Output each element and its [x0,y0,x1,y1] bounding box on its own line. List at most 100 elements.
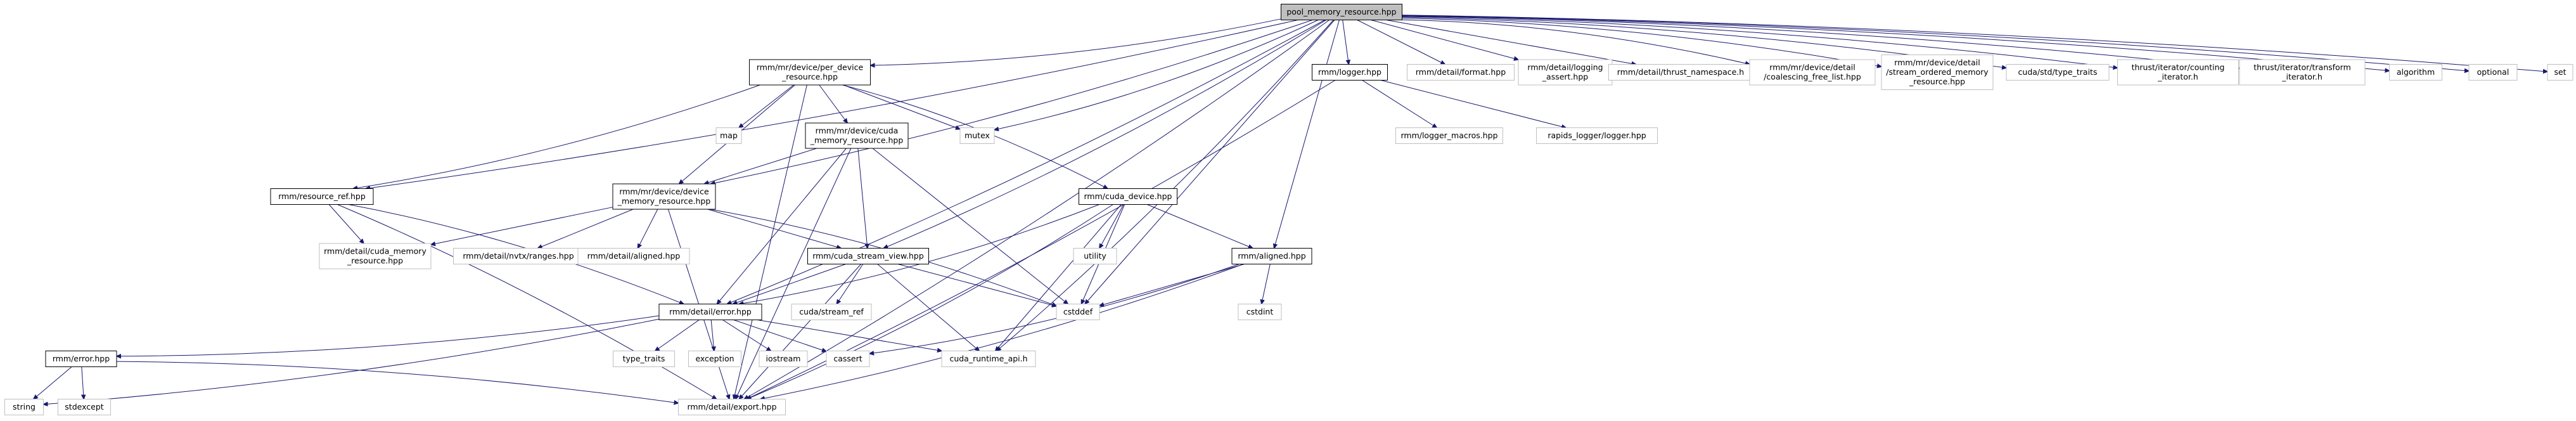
edge-perdev-to-export [734,84,807,399]
node-label: optional [2477,67,2509,77]
edge-error-to-stdexcept [82,366,84,399]
edge-resref-to-export [337,204,716,399]
edge-perdev-to-cudadev [842,84,1108,189]
node-label: map [720,131,738,140]
edge-aligned-to-cassert [869,264,1240,354]
edge-devmr-to-aligneddet [638,209,658,249]
node-box [4,399,44,415]
node-box [759,351,808,367]
node-csv[interactable]: rmm/cuda_stream_view.hpp [807,248,929,264]
node-label: rmm/logger_macros.hpp [1400,131,1497,140]
node-box [2239,59,2366,86]
node-box [270,188,374,205]
node-box [807,248,929,264]
node-box [678,399,786,415]
edge-deterror-to-typetraits2 [655,320,700,351]
node-error[interactable]: rmm/error.hpp [45,351,117,367]
node-thrustns: rmm/detail/thrust_namespace.h [1608,64,1753,81]
node-box [791,304,872,320]
edge-root-to-format [1357,20,1445,65]
node-label: cstddef [1063,307,1093,316]
edge-devmr-to-csv [707,209,842,249]
node-root[interactable]: pool_memory_resource.hpp [1281,4,1402,20]
node-aligned[interactable]: rmm/aligned.hpp [1231,248,1312,264]
node-label: rmm/detail/aligned.hpp [587,251,681,261]
node-label: thrust/iterator/counting [2132,63,2225,72]
edge-deterror-to-cudaruntime [757,320,942,351]
node-label: _memory_resource.hpp [617,197,711,206]
node-cudadev[interactable]: rmm/cuda_device.hpp [1079,188,1177,205]
nodes-layer: pool_memory_resource.hpp rmm/mr/device/pe… [4,4,2573,415]
node-label: rmm/aligned.hpp [1238,251,1305,261]
edge-deterror-to-string [44,318,660,405]
node-label: cuda_runtime_api.h [949,354,1027,363]
node-coalesce: rmm/mr/device/detail/coalescing_free_lis… [1749,59,1876,86]
edge-cudamr-to-export [736,148,852,399]
edge-csv-to-cudaruntime [877,264,980,351]
node-box [1312,64,1388,81]
edge-devmr-to-cudamrdetail [431,207,613,245]
node-label: rmm/mr/device/per_device [757,63,864,72]
node-label: rmm/error.hpp [53,354,110,363]
node-optional: optional [2468,64,2518,81]
node-utility: utility [1073,248,1117,264]
edge-perdev-to-cudamr [819,84,847,123]
node-box [1281,4,1402,20]
node-label: rmm/detail/format.hpp [1416,67,1506,77]
node-label: cassert [833,354,862,363]
node-logger[interactable]: rmm/logger.hpp [1312,64,1388,81]
node-export: rmm/detail/export.hpp [678,399,786,415]
node-box [1749,59,1876,86]
node-devmr[interactable]: rmm/mr/device/device_memory_resource.hpp [612,183,716,210]
edge-root-to-logger [1342,20,1349,65]
edge-deterror-to-cassert [733,320,826,352]
node-box [2547,64,2573,81]
edge-cudadev-to-utility [1099,204,1124,249]
node-label: rmm/detail/export.hpp [687,402,776,411]
edges-layer [34,15,2547,405]
node-resref[interactable]: rmm/resource_ref.hpp [270,188,374,205]
node-label: type_traits [623,354,665,363]
node-box [658,304,762,320]
node-label: _iterator.h [2157,72,2198,82]
edge-cudamr-to-devmr [704,148,817,184]
node-label: cuda/std/type_traits [2018,67,2098,77]
edge-cudadev-to-aligned [1146,204,1253,249]
node-label: exception [695,354,734,363]
node-label: rmm/detail/cuda_memory [324,247,426,256]
node-perdev[interactable]: rmm/mr/device/per_device_resource.hpp [749,59,871,86]
node-mutex: mutex [959,127,995,144]
edge-logger-to-rapidslogger [1380,80,1567,128]
edge-perdev-to-resref [353,84,760,189]
edge-csv-to-streamref [836,264,864,304]
node-cudamr[interactable]: rmm/mr/device/cuda_memory_resource.hpp [805,122,909,149]
edge-root-to-logassert [1371,20,1518,60]
node-iostream: iostream [759,351,808,367]
node-box [1079,188,1177,205]
edge-root-to-set [1402,15,2548,72]
node-typetraits2: type_traits [613,351,675,367]
node-box [941,351,1036,367]
node-box [1536,127,1658,144]
node-box [612,183,716,210]
node-deterror[interactable]: rmm/detail/error.hpp [658,304,762,320]
node-label: rmm/detail/nvtx/ranges.hpp [463,251,574,261]
edge-cudadev-to-cudaruntime [996,204,1122,351]
node-cstdint: cstdint [1238,304,1282,320]
node-label: algorithm [2397,67,2435,77]
edge-aligned-to-export [760,264,1244,399]
node-rapidslogger: rapids_logger/logger.hpp [1536,127,1658,144]
edge-perdev-to-mutex [843,84,960,129]
node-box [577,248,690,264]
node-label: cstdint [1246,307,1274,316]
edge-perdev-to-map [739,84,794,128]
node-label: _memory_resource.hpp [810,136,904,145]
node-box [1231,248,1312,264]
edge-root-to-algorithm [1402,15,2390,70]
edge-root-to-coalesce [1402,19,1750,64]
node-label: pool_memory_resource.hpp [1286,7,1396,16]
edge-root-to-mutex [994,20,1319,130]
node-label: rmm/detail/error.hpp [669,307,752,316]
edge-cudamr-to-cstddef [872,148,1068,304]
